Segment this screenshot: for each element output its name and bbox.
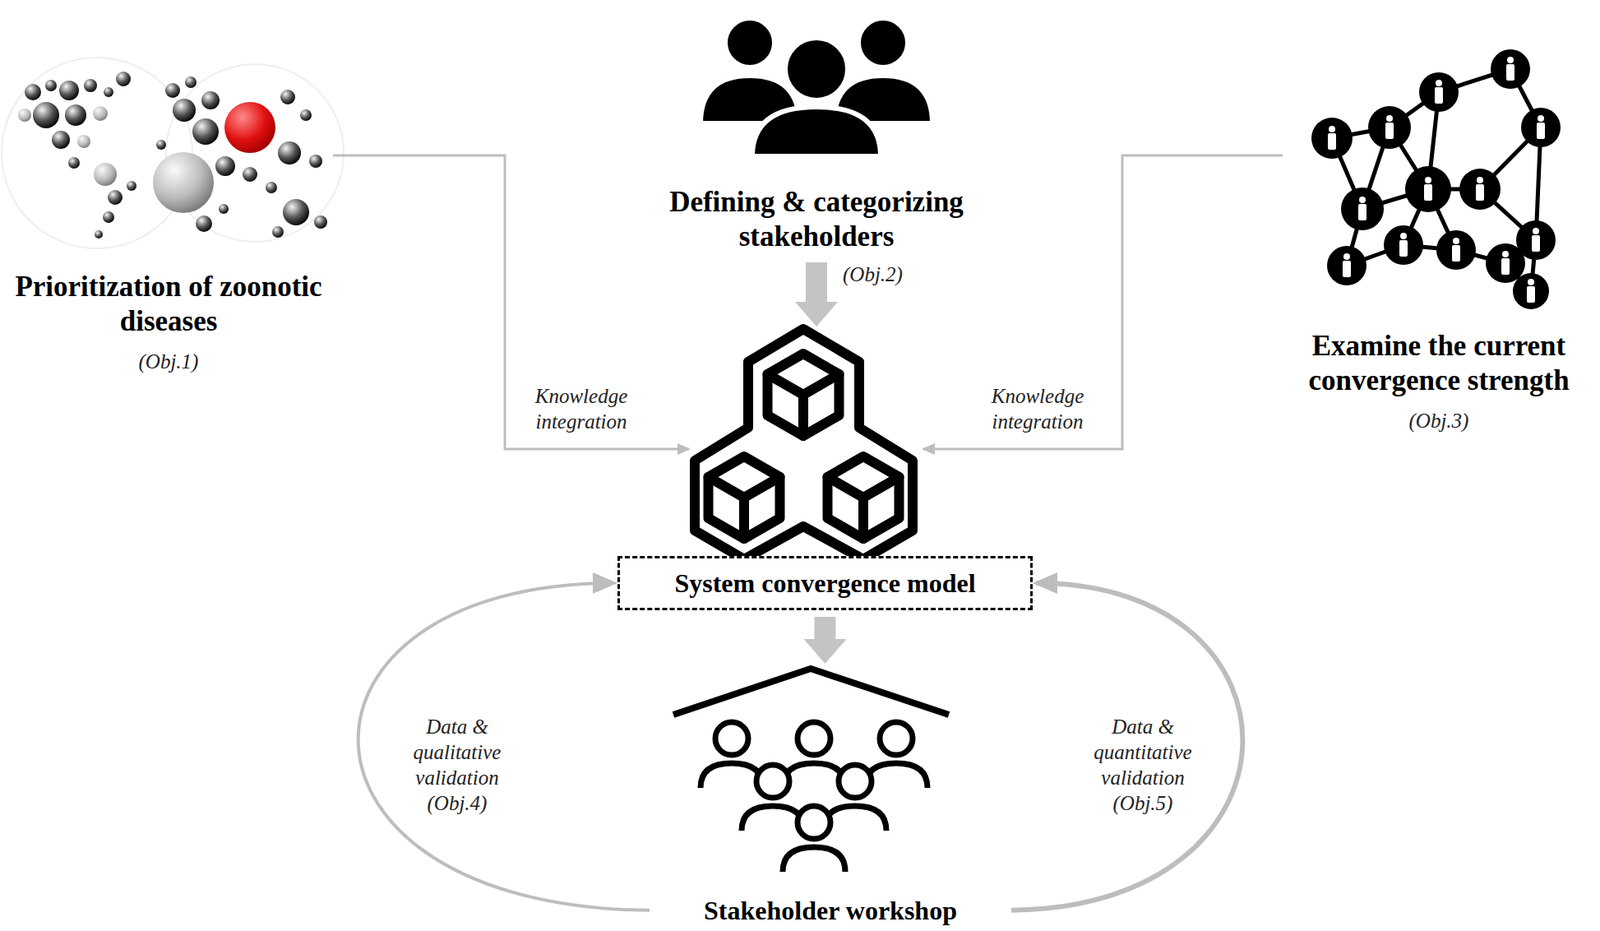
- cubes-icon: [694, 328, 913, 560]
- stakeholders-icon: [700, 18, 933, 157]
- node-title: System convergence model: [674, 567, 976, 599]
- workshop-node: Stakeholder workshop: [657, 661, 1004, 930]
- workshop-icon: [673, 668, 949, 872]
- connector: [332, 155, 690, 449]
- objective-node: Examine the current convergence strength…: [1282, 61, 1596, 433]
- dashed-box: System convergence model: [617, 555, 1033, 611]
- objective-node: Prioritization of zoonotic diseases (Obj.…: [4, 57, 333, 374]
- node-title: Examine the current convergence strength: [1282, 328, 1596, 398]
- objective-number: (Obj.3): [1282, 409, 1596, 433]
- edge-label: Data & qualitative validation (Obj.4): [392, 712, 523, 819]
- block-arrow: [795, 262, 838, 327]
- node-title: Stakeholder workshop: [657, 894, 1004, 926]
- network-icon: [1311, 49, 1561, 310]
- objective-node: Defining & categorizing stakeholders(Obj…: [635, 0, 998, 255]
- node-title: Prioritization of zoonotic diseases: [4, 269, 333, 339]
- objective-number: (Obj.2): [842, 263, 903, 287]
- block-arrow: [804, 616, 847, 664]
- connector: [923, 155, 1283, 449]
- node-title: Defining & categorizing stakeholders: [635, 184, 998, 255]
- world-map-icon: [1, 57, 344, 249]
- edge-label: Knowledge integration: [512, 381, 651, 437]
- loop-arrow: [358, 582, 650, 911]
- objective-number: (Obj.1): [4, 350, 333, 374]
- edge-label: Knowledge integration: [968, 381, 1107, 437]
- model-node: System convergence model: [617, 324, 1033, 611]
- loop-arrow: [1011, 582, 1243, 911]
- edge-label: Data & quantitative validation (Obj.5): [1073, 712, 1212, 819]
